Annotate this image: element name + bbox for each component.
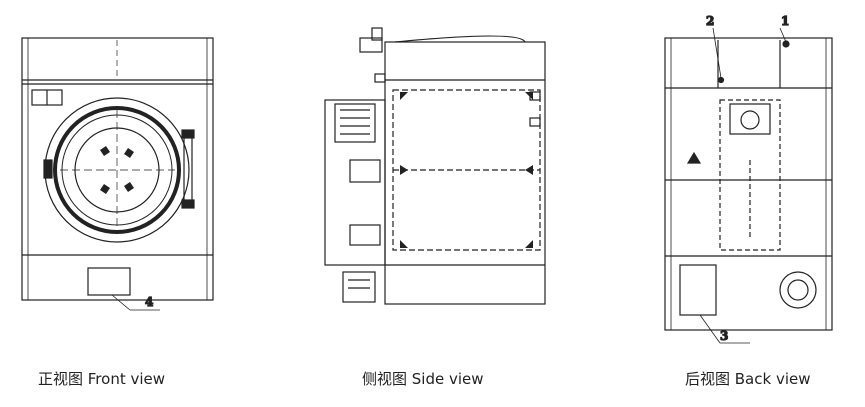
- motor-upper: [334, 103, 376, 143]
- front-view-drawing: [21, 37, 214, 311]
- front-access-panel: [87, 267, 131, 296]
- callout-2: 2: [706, 14, 714, 28]
- motor-lower: [342, 271, 376, 303]
- filter-box: [679, 264, 717, 316]
- back-view-caption: 后视图 Back view: [685, 370, 811, 388]
- callout-4: 4: [145, 295, 153, 309]
- front-view-caption: 正视图 Front view: [38, 370, 166, 388]
- callout-1: 1: [781, 14, 789, 28]
- side-view-drawing: [324, 27, 546, 305]
- fan: [779, 271, 817, 309]
- side-view-caption: 侧视图 Side view: [362, 370, 484, 388]
- back-view-drawing: [664, 27, 833, 344]
- side-housing: [324, 99, 386, 266]
- duct: [719, 99, 781, 251]
- callout-3: 3: [720, 329, 728, 343]
